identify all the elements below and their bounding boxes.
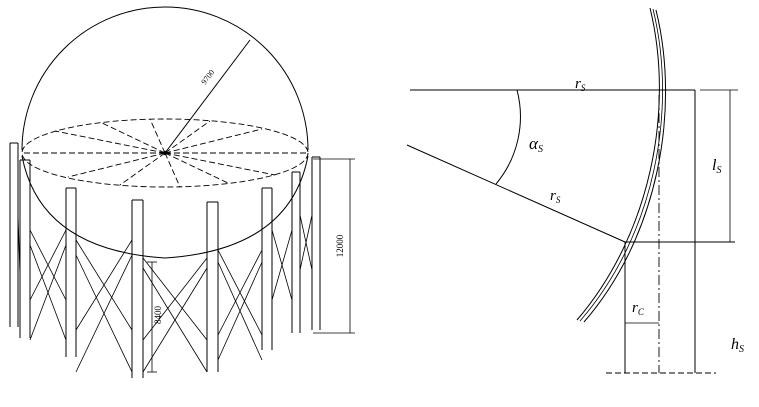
support-leg	[291, 171, 301, 333]
support-leg	[131, 199, 144, 378]
geometry-detail-figure: rS rS αS lS hS rC	[406, 7, 744, 374]
support-leg	[261, 187, 273, 350]
diameter-dimension: 9700	[199, 68, 216, 86]
support-leg	[65, 187, 77, 357]
equator-spokes	[22, 118, 308, 188]
leg-height-dimension: 8400	[153, 306, 163, 325]
support-leg	[206, 201, 219, 372]
spherical-tank-figure: 9700	[9, 6, 355, 378]
leg-height-dimension-group: 8400	[147, 261, 163, 373]
label-r-top: rS	[575, 76, 586, 93]
label-alpha: αS	[529, 134, 543, 155]
total-height-dimension: 12000	[335, 234, 345, 257]
support-leg	[311, 156, 321, 330]
label-l: lS	[712, 157, 721, 176]
angle-arc	[495, 89, 521, 185]
shell-wall-inner	[583, 9, 667, 323]
sphere-dome	[21, 6, 309, 151]
support-leg	[19, 159, 31, 338]
shell-wall-mid	[579, 8, 663, 322]
slant-radius-line	[406, 144, 626, 243]
sphere-lower	[21, 155, 309, 259]
label-rc: rC	[632, 300, 645, 317]
support-leg	[9, 142, 19, 327]
cross-bracing	[17, 214, 313, 373]
label-r-slant: rS	[550, 188, 561, 205]
total-height-dimension-group: 12000	[313, 158, 355, 334]
support-legs	[9, 142, 321, 378]
shell-wall-outer	[576, 7, 660, 321]
label-h: hS	[731, 336, 744, 355]
equator-ellipse	[21, 118, 309, 188]
diameter-line	[164, 39, 251, 154]
